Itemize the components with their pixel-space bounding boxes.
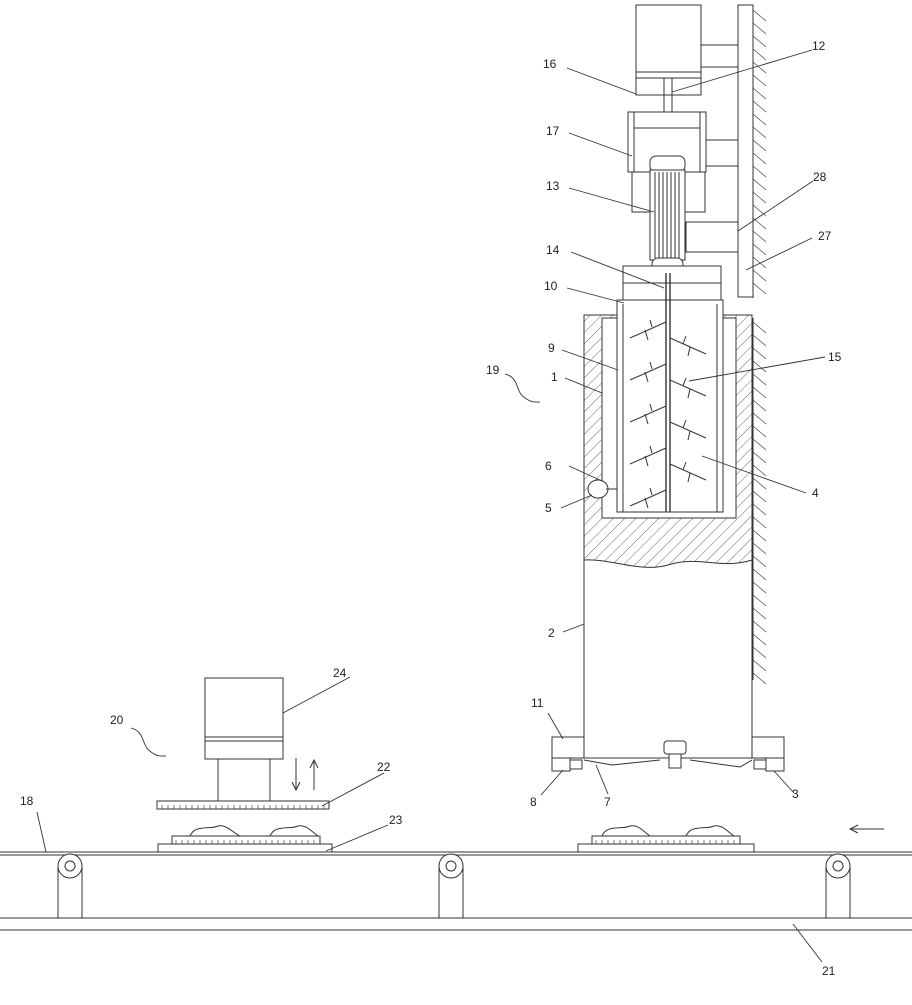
wall-hatch-tick [753, 621, 766, 632]
wall-hatch-tick [753, 192, 766, 203]
wall-hatch-tick [753, 179, 766, 190]
label-14: 14 [546, 243, 560, 257]
wall-hatch-tick [753, 23, 766, 34]
wall-hatch-tick [753, 75, 766, 86]
marker-19-line [505, 374, 540, 402]
wall-hatch-tick [753, 673, 766, 684]
wall-hatch-tick [753, 634, 766, 645]
wall-lower [753, 318, 766, 684]
lower-body-2 [584, 560, 752, 758]
label-10: 10 [544, 279, 558, 293]
wall-hatch-tick [753, 582, 766, 593]
label-4: 4 [812, 486, 819, 500]
roller-hub [833, 861, 843, 871]
wall-hatch-tick [753, 660, 766, 671]
wall-hatch-tick [753, 114, 766, 125]
label-27: 27 [818, 229, 832, 243]
label-5: 5 [545, 501, 552, 515]
wall-hatch-tick [753, 361, 766, 372]
wall-hatch-tick [753, 127, 766, 138]
label-21: 21 [822, 964, 836, 978]
wall-hatch-tick [753, 517, 766, 528]
wall-hatch-tick [753, 153, 766, 164]
bracket-28 [686, 222, 738, 252]
wall-hatch-tick [753, 49, 766, 60]
label-22: 22 [377, 760, 391, 774]
label-19: 19 [486, 363, 500, 377]
wall-hatch-tick [753, 504, 766, 515]
wall-hatch-tick [753, 244, 766, 255]
tray-right [578, 826, 754, 852]
wall-hatch-tick [753, 348, 766, 359]
pressing-plate-22 [157, 801, 329, 809]
wall-hatch-tick [753, 335, 766, 346]
wheel-3 [754, 758, 784, 771]
label-7: 7 [604, 795, 611, 809]
wall-hatch-tick [753, 400, 766, 411]
wall-hatch-tick [753, 426, 766, 437]
label-3: 3 [792, 787, 799, 801]
label-12: 12 [812, 39, 826, 53]
label-20: 20 [110, 713, 124, 727]
conveyor-frame-21 [0, 918, 912, 930]
wall-hatch-tick [753, 556, 766, 567]
motion-arrows [292, 758, 318, 790]
roller-hub [65, 861, 75, 871]
wall-hatch-tick [753, 231, 766, 242]
wall-hatch-tick [753, 101, 766, 112]
wall-mount-plate [738, 5, 753, 297]
wall-hatch-tick [753, 257, 766, 268]
bottom-plate-7 [570, 741, 766, 768]
press-24 [205, 678, 283, 801]
label-1: 1 [551, 370, 558, 384]
lid-10 [623, 266, 721, 304]
wall-hatch-tick [753, 543, 766, 554]
wheel-8 [552, 758, 582, 771]
roller-hub [446, 861, 456, 871]
wall-hatch-tick [753, 322, 766, 333]
label-17: 17 [546, 124, 560, 138]
wall-hatch-tick [753, 270, 766, 281]
label-15: 15 [828, 350, 842, 364]
wall-hatch-tick [753, 140, 766, 151]
label-2: 2 [548, 626, 555, 640]
tray-23-left [158, 826, 332, 852]
wall-hatch-tick [753, 491, 766, 502]
label-16: 16 [543, 57, 557, 71]
label-13: 13 [546, 179, 560, 193]
wall-hatch-tick [753, 413, 766, 424]
wall-upper [753, 5, 766, 298]
label-23: 23 [389, 813, 403, 827]
wall-hatch-tick [753, 647, 766, 658]
wall-hatch-tick [753, 452, 766, 463]
label-9: 9 [548, 341, 555, 355]
wall-hatch-tick [753, 88, 766, 99]
wall-hatch-tick [753, 166, 766, 177]
marker-20-line [131, 728, 166, 756]
wall-hatch-tick [753, 608, 766, 619]
conveyor-rollers [58, 854, 850, 918]
wall-hatch-tick [753, 439, 766, 450]
label-18: 18 [20, 794, 34, 808]
label-24: 24 [333, 666, 347, 680]
wall-hatch-tick [753, 36, 766, 47]
wall-hatch-tick [753, 387, 766, 398]
feed-direction-arrow [850, 825, 884, 833]
wall-hatch-tick [753, 10, 766, 21]
label-28: 28 [813, 170, 827, 184]
label-11: 11 [531, 696, 544, 710]
wall-hatch-tick [753, 569, 766, 580]
label-8: 8 [530, 795, 537, 809]
wall-hatch-tick [753, 478, 766, 489]
wall-hatch-tick [753, 595, 766, 606]
wall-hatch-tick [753, 465, 766, 476]
wall-hatch-tick [753, 205, 766, 216]
wall-hatch-tick [753, 530, 766, 541]
label-6: 6 [545, 459, 552, 473]
motor-13 [650, 156, 685, 273]
wall-hatch-tick [753, 283, 766, 294]
wall-hatch-tick [753, 374, 766, 385]
